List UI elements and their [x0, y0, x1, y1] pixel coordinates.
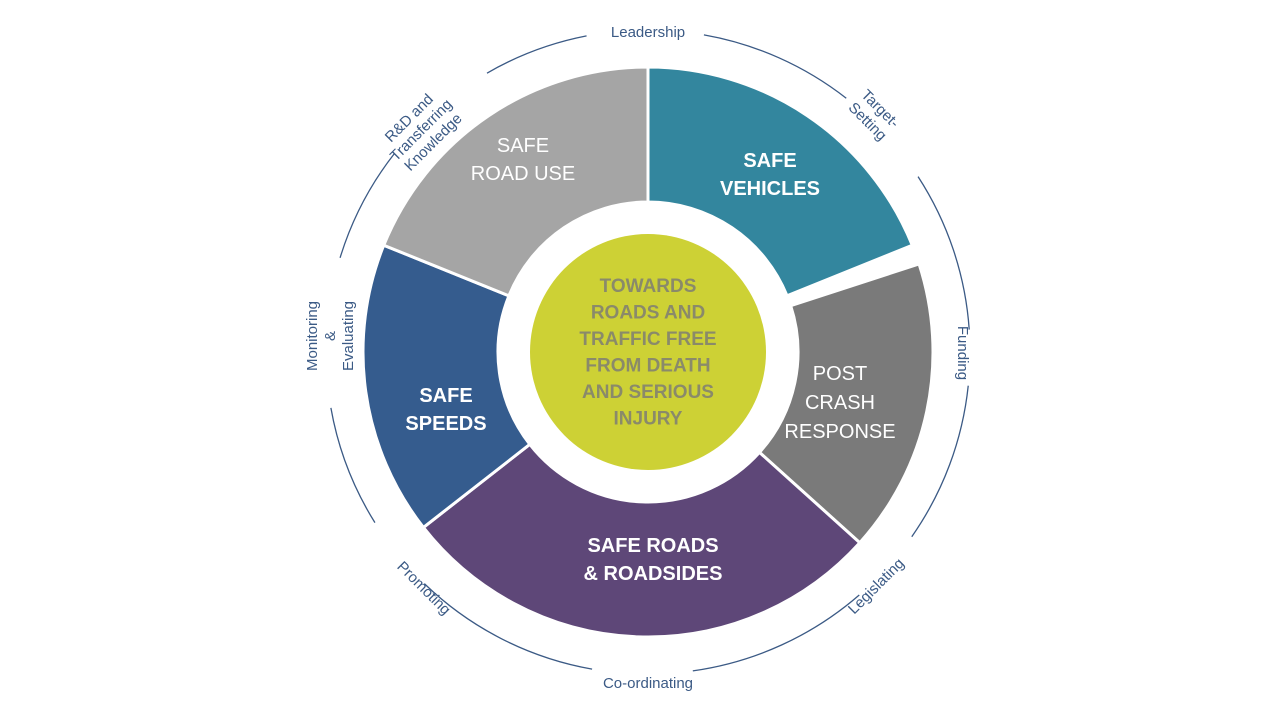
ring-arc-5 [423, 583, 593, 670]
ring-arc-4 [692, 594, 860, 672]
outer-label-funding: Funding [954, 326, 971, 380]
outer-label-legislating: Legislating [845, 555, 908, 618]
ring-arc-3 [911, 385, 969, 538]
center-circle [530, 234, 766, 470]
ring-arc-1 [703, 34, 847, 99]
outer-label-leadership: Leadership [611, 24, 685, 41]
outer-label-promoting: Promoting [393, 558, 453, 618]
outer-label-target-setting: Target-Setting [845, 86, 903, 144]
ring-arc-2 [917, 176, 970, 330]
ring-arc-6 [330, 407, 376, 523]
ring-arc-8 [486, 35, 587, 74]
outer-label-monitoring-evaluating: Monitoring&Evaluating [304, 301, 357, 371]
outer-label-co-ordinating: Co-ordinating [603, 675, 693, 692]
segment-label-safe-roads-roadsides: SAFE ROADS& ROADSIDES [584, 535, 723, 585]
ring-arc-7 [339, 153, 395, 259]
